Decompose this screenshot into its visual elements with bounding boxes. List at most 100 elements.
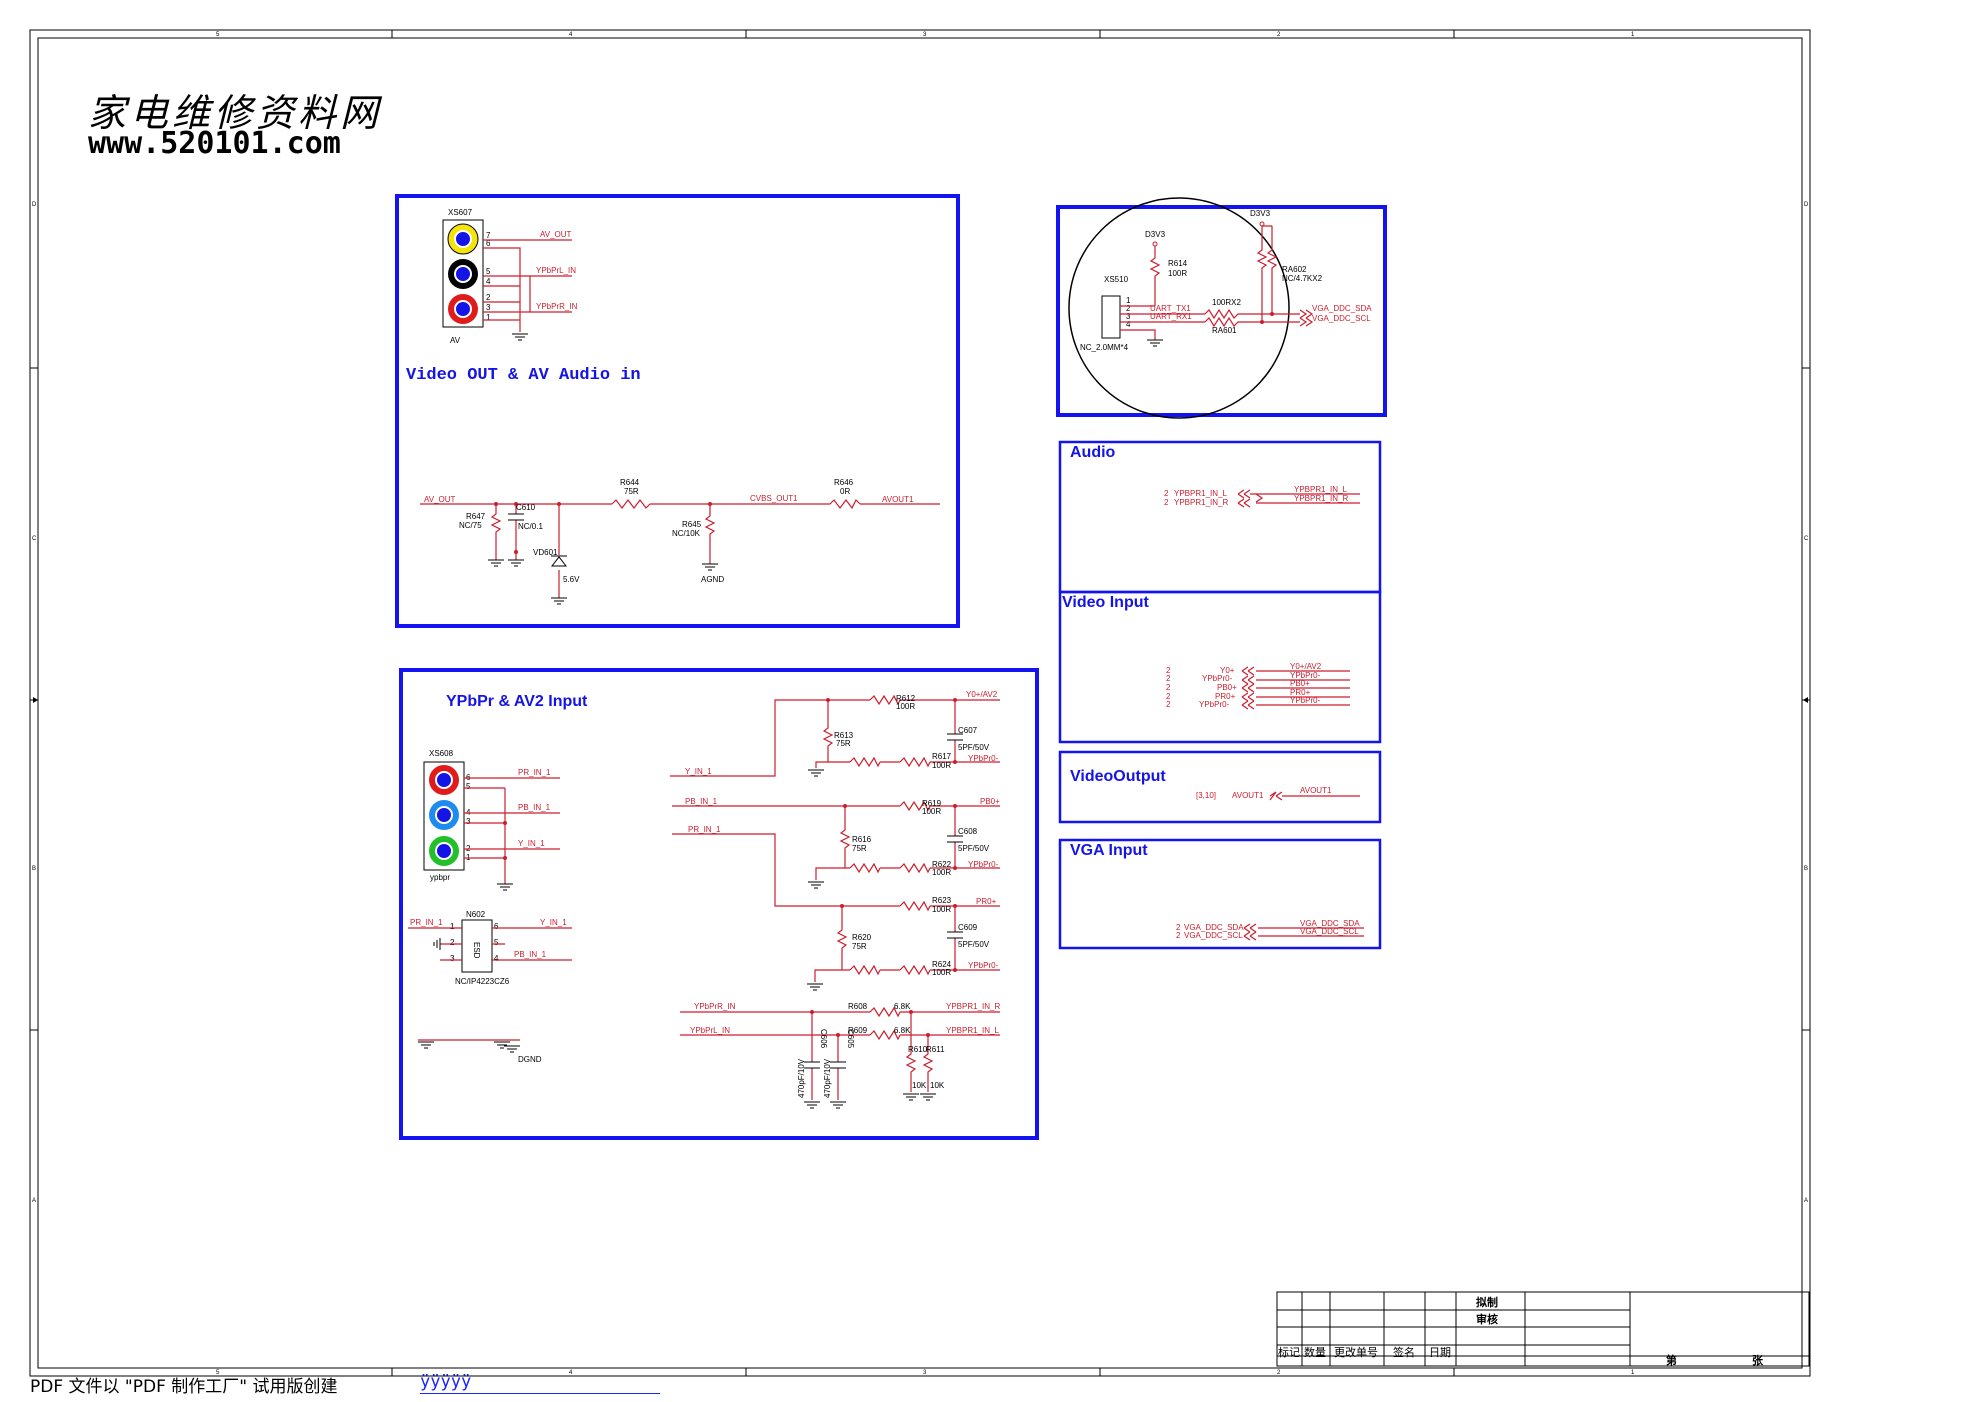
- highlight-circle: [1068, 197, 1290, 419]
- net-ypbprr-in-2: YPbPrR_IN: [694, 1002, 736, 1011]
- audio-right-label: YPBPR1_IN_R: [1294, 494, 1348, 503]
- r614-ref: R614: [1168, 259, 1188, 268]
- net-pb-in-2: PB_IN_1: [685, 797, 718, 806]
- r645-ref: R645: [682, 520, 702, 529]
- r612-value: 100R: [896, 702, 915, 711]
- net-ypbpr0-c: YPbPr0-: [968, 961, 999, 970]
- r611-value: 10K: [930, 1081, 945, 1090]
- net-pr-in: PR_IN_1: [518, 768, 551, 777]
- vo-left: AVOUT1: [1232, 791, 1264, 800]
- vga-sheet: 2: [1176, 923, 1181, 932]
- ra602-ref: RA602: [1282, 265, 1307, 274]
- esd-label: ESD: [472, 942, 481, 959]
- drawing-frame: [29, 29, 1811, 1377]
- vi-right: YPbPr0-: [1290, 696, 1321, 705]
- xs607-pin: 5: [486, 267, 491, 276]
- vi-left: YPbPr0-: [1202, 674, 1233, 683]
- ra601-value: 100RX2: [1212, 298, 1241, 307]
- esd-pin: 6: [494, 922, 499, 931]
- zone-right-d: D: [1804, 202, 1809, 208]
- r614-value: 100R: [1168, 269, 1187, 278]
- vga-right: VGA_DDC_SDA: [1300, 919, 1360, 928]
- ground-icon: [920, 1093, 936, 1101]
- pdf-footer-link[interactable]: ÿÿÿÿÿ: [420, 1372, 660, 1394]
- tb-col: 数量: [1304, 1346, 1326, 1359]
- zone-right-b: B: [1804, 866, 1808, 872]
- c606-value: 470pF/10V: [797, 1058, 806, 1098]
- r613-value: 75R: [836, 739, 851, 748]
- audio-section: Audio 2 YPBPR1_IN_L 2 YPBPR1_IN_R YPBPR1…: [1058, 440, 1382, 594]
- xs510-body: [1101, 295, 1121, 339]
- xs608-ref: XS608: [429, 749, 454, 758]
- net-pr-in-esd: PR_IN_1: [410, 918, 443, 927]
- ground-icon: [512, 333, 528, 341]
- vi-right: YPbPr0-: [1290, 671, 1321, 680]
- net-vga-ddc-scl: VGA_DDC_SCL: [1312, 314, 1371, 323]
- esd-part: NC/IP4223CZ6: [455, 977, 510, 986]
- r646-ref: R646: [834, 478, 854, 487]
- xs607-body: [442, 219, 484, 328]
- vo-sheet: [3,10]: [1196, 791, 1216, 800]
- net-pr-in-2: PR_IN_1: [688, 825, 721, 834]
- esd-pin: 5: [494, 938, 499, 947]
- r610-value: 10K: [912, 1081, 927, 1090]
- net-uart-tx1: UART_TX1: [1150, 304, 1191, 313]
- esd-pin: 3: [450, 954, 455, 963]
- xs607-pin: 2: [486, 293, 491, 302]
- xs608-pin: 3: [466, 817, 471, 826]
- r645-value: NC/10K: [672, 529, 701, 538]
- r608-value: 6.8K: [894, 1002, 911, 1011]
- video-input-box: [1058, 590, 1382, 744]
- net-y-in: Y_IN_1: [518, 839, 545, 848]
- r617-ref: R617: [932, 752, 952, 761]
- r619-value: 100R: [922, 807, 941, 816]
- xs608-body: [423, 761, 465, 871]
- audio-sheet-ref: 2: [1164, 489, 1169, 498]
- c609-ref: C609: [958, 923, 978, 932]
- ground-icon: [1147, 339, 1163, 347]
- ground-icon: [804, 1101, 820, 1109]
- xs607-pin: 3: [486, 303, 491, 312]
- net-uart-rx1: UART_RX1: [1150, 312, 1192, 321]
- audio-left-label: YPBPR1_IN_L: [1174, 489, 1227, 498]
- r622-ref: R622: [932, 860, 952, 869]
- zone-bottom-5: 5: [216, 1370, 220, 1376]
- vga-right: VGA_DDC_SCL: [1300, 927, 1359, 936]
- c607-ref: C607: [958, 726, 978, 735]
- esd-pin: 2: [450, 938, 455, 947]
- zone-right-c: C: [1804, 536, 1809, 542]
- c608-value: 5PF/50V: [958, 844, 990, 853]
- uart-section: D3V3 R614 100R XS510 1 2 3 4 NC_2.0MM*4 …: [1056, 197, 1387, 419]
- video-out-section: XS607 7 6 5 4 2 3 1 AV_OUT YPbPrL_IN YPb…: [395, 194, 960, 628]
- zone-right-a: A: [1804, 1198, 1808, 1204]
- ground-icon: [702, 563, 718, 571]
- ground-icon: [807, 983, 823, 991]
- r610-ref: R610: [908, 1045, 928, 1054]
- net-av-out: AV_OUT: [540, 230, 572, 239]
- ra602-value: NC/4.7KX2: [1282, 274, 1323, 283]
- vi-right: PB0+: [1290, 679, 1310, 688]
- vi-sheet: 2: [1166, 674, 1171, 683]
- net-ypbprl-in-2: YPbPrL_IN: [690, 1026, 730, 1035]
- tb-col: 日期: [1429, 1346, 1451, 1359]
- net-y-in-esd: Y_IN_1: [540, 918, 567, 927]
- net-pr0: PR0+: [976, 897, 997, 906]
- video-input-title: Video Input: [1062, 594, 1149, 611]
- zone-top-1: 1: [1631, 32, 1635, 38]
- vga-left: VGA_DDC_SCL: [1184, 931, 1243, 940]
- ground-icon: [508, 559, 524, 567]
- watermark-url: www.520101.com: [88, 126, 341, 161]
- net-av-out-2: AV_OUT: [424, 495, 456, 504]
- r611-ref: R611: [926, 1045, 945, 1054]
- zone-left-b: B: [32, 866, 36, 872]
- pdf-footer-note: PDF 文件以 "PDF 制作工厂" 试用版创建: [30, 1377, 338, 1397]
- net-ypbpr0-b: YPbPr0-: [968, 860, 999, 869]
- zone-bottom-1: 1: [1631, 1370, 1635, 1376]
- c608-ref: C608: [958, 827, 978, 836]
- esd-pin: 4: [494, 954, 499, 963]
- ground-icon: [808, 881, 824, 889]
- net-pb0: PB0+: [980, 797, 1000, 806]
- esd-pin: 1: [450, 922, 455, 931]
- r608-ref: R608: [848, 1002, 868, 1011]
- video-out-box: [395, 194, 960, 628]
